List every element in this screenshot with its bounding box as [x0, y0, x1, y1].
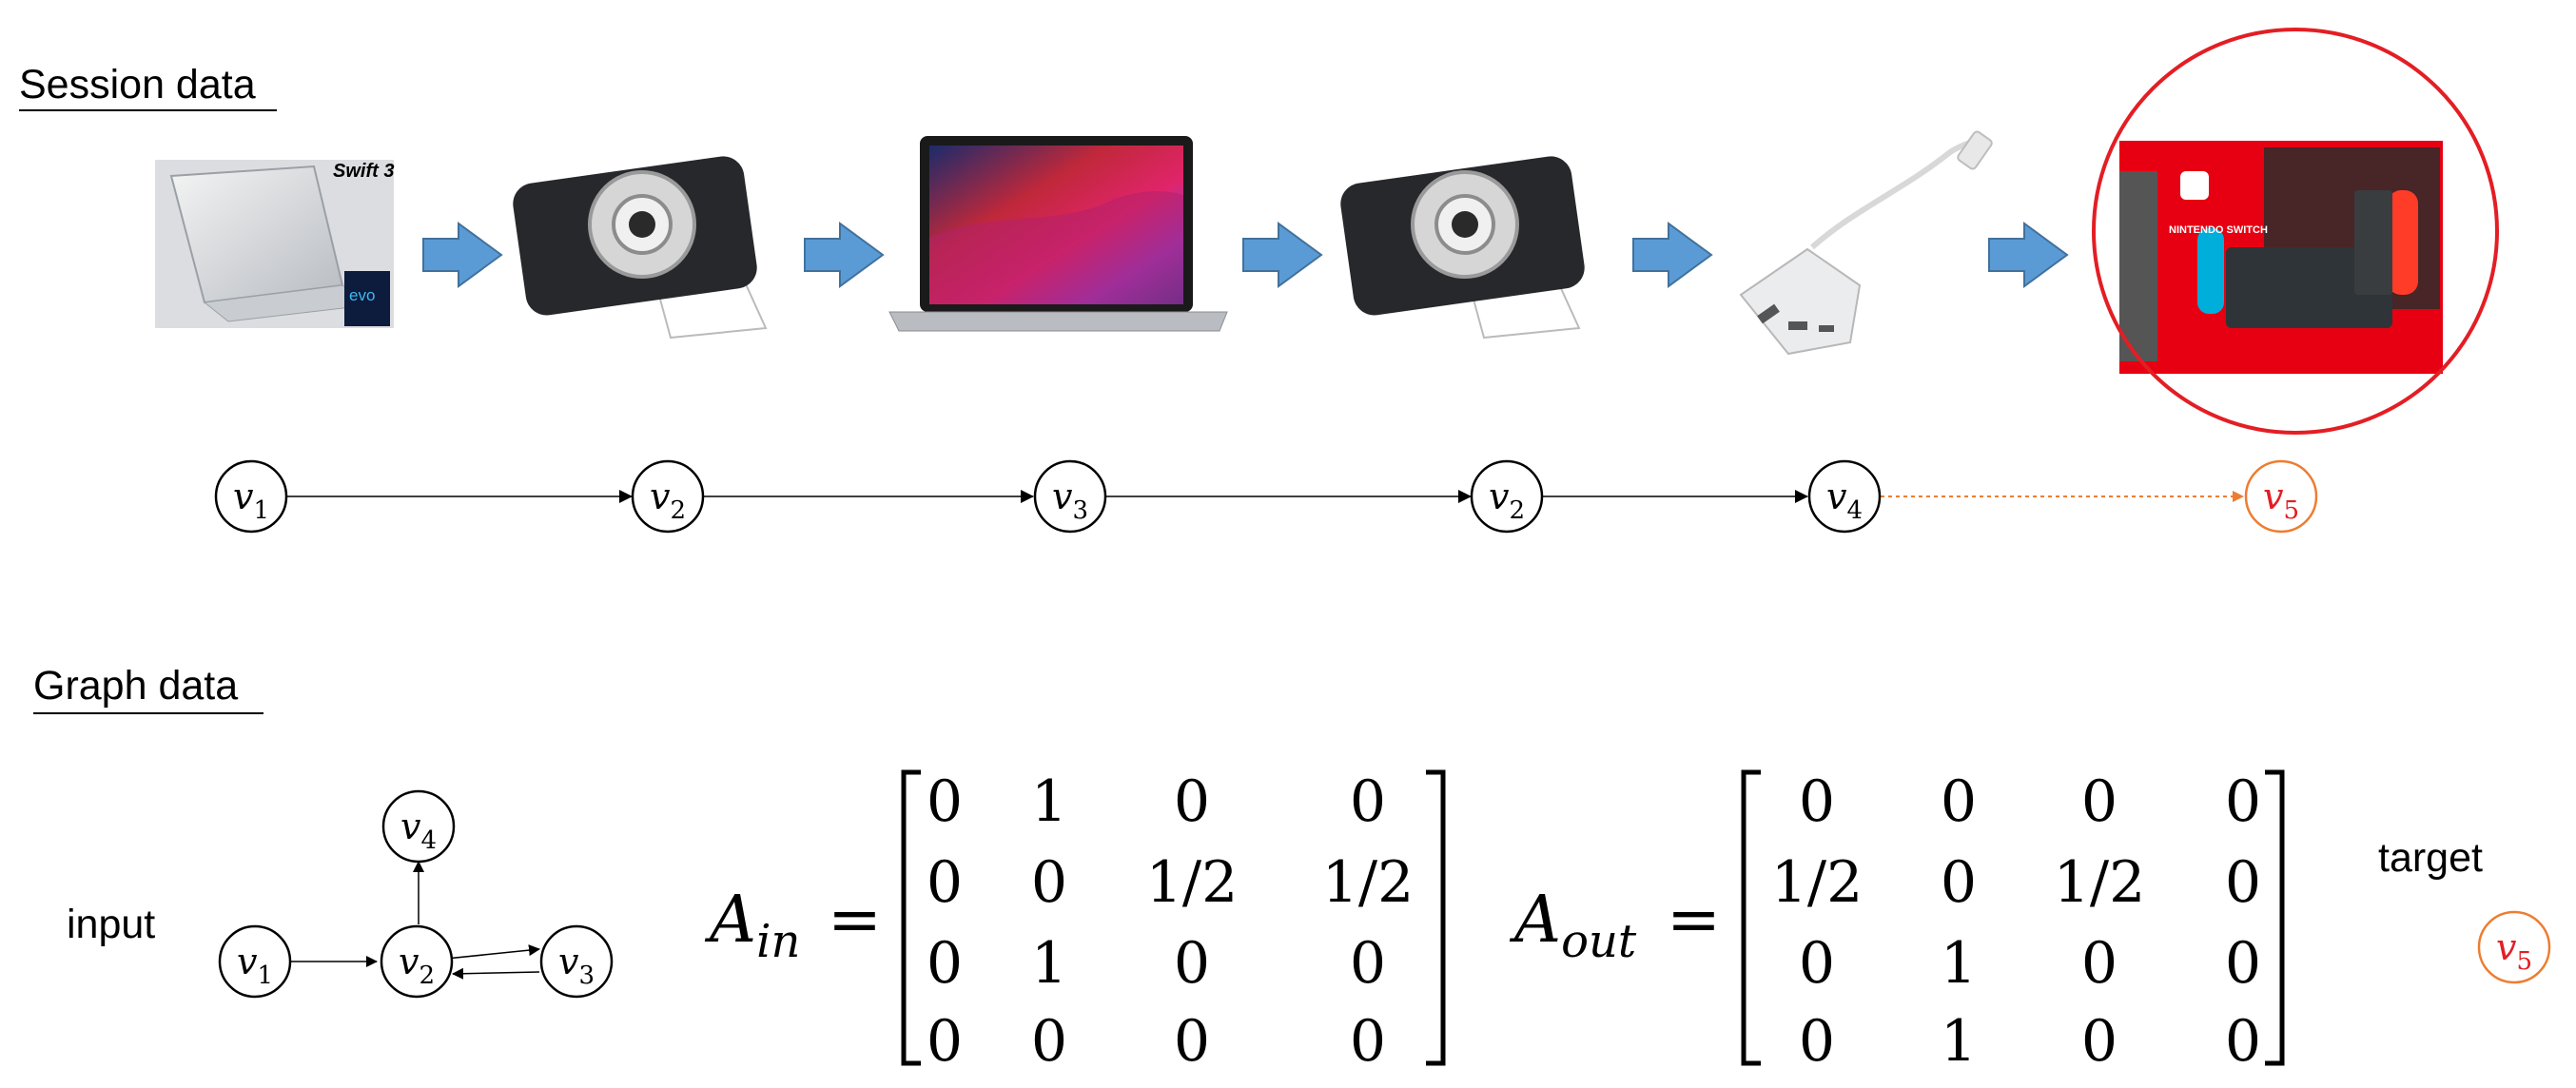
a-out-cell: 0 — [1941, 849, 1977, 916]
graph-node: v1 — [218, 924, 292, 999]
sequence-node: v2 — [1470, 459, 1544, 534]
graph-node: v2 — [380, 924, 454, 999]
a-in-cell: 0 — [1350, 768, 1386, 835]
a-in-cell: 0 — [927, 930, 963, 997]
sequence-node: v2 — [631, 459, 705, 534]
a-in-cell: 0 — [1031, 1008, 1067, 1075]
sequence-node-target: v5 — [2244, 459, 2318, 534]
a-out-cell: 0 — [1799, 930, 1835, 997]
product-5-usb-adapter-icon — [1739, 130, 1993, 356]
svg-text:v5: v5 — [2496, 926, 2532, 976]
a-out-cell: 0 — [2225, 1008, 2261, 1075]
a-in-cell: 0 — [1031, 849, 1067, 916]
flow-arrow-icon — [804, 222, 885, 288]
product-1-badge: Swift 3 — [333, 161, 394, 182]
a-out-cell: 0 — [2081, 768, 2117, 835]
flow-arrow-icon — [1242, 222, 1323, 288]
svg-text:v1: v1 — [233, 476, 269, 525]
a-in-left-bracket — [901, 769, 921, 1066]
input-label: input — [67, 902, 155, 947]
a-in-cell: 0 — [927, 849, 963, 916]
a-out-cell: 0 — [1941, 768, 1977, 835]
a-out-cell: 0 — [2081, 930, 2117, 997]
graph-edge — [452, 967, 540, 980]
a-in-cell: 0 — [1350, 1008, 1386, 1075]
a-in-cell: 1/2 — [1146, 849, 1239, 916]
a-in-cell: 1 — [1031, 768, 1067, 835]
product-4-camera-icon — [1340, 156, 1585, 340]
product-6-box-text: NINTENDO SWITCH — [2169, 224, 2268, 236]
sequence-node: v1 — [214, 459, 288, 534]
flow-arrow-icon — [422, 222, 503, 288]
svg-text:v2: v2 — [650, 476, 686, 525]
a-out-cell: 0 — [2225, 930, 2261, 997]
a-out-left-bracket — [1741, 769, 1761, 1066]
a-out-matrix: Aout = 0 0 0 0 1/2 0 1/2 0 0 1 0 0 0 1 0… — [1509, 768, 2285, 1075]
product-1-laptop-icon: Swift 3 evo — [155, 160, 394, 328]
product-3-macbook-icon — [888, 136, 1228, 332]
a-out-cell: 0 — [2225, 849, 2261, 916]
target-node: v5 — [2477, 910, 2551, 984]
svg-text:v5: v5 — [2263, 476, 2299, 525]
a-in-cell: 1/2 — [1322, 849, 1415, 916]
svg-text:v2: v2 — [399, 941, 435, 990]
a-out-cell: 0 — [1799, 768, 1835, 835]
a-in-cell: 0 — [1174, 768, 1210, 835]
graph-node: v3 — [539, 924, 614, 999]
flow-arrow-icon — [1988, 222, 2069, 288]
a-in-cell: 0 — [927, 768, 963, 835]
flow-arrow-icon — [1632, 222, 1713, 288]
a-in-cell: 0 — [927, 1008, 963, 1075]
a-in-cell: 1 — [1031, 930, 1067, 997]
graph-data-title: Graph data — [33, 663, 238, 709]
product-6-switch-box-icon: NINTENDO SWITCH — [2119, 141, 2443, 374]
svg-text:v3: v3 — [1052, 476, 1088, 525]
a-out-cell: 0 — [1799, 1008, 1835, 1075]
svg-text:v1: v1 — [237, 941, 273, 990]
a-in-cell: 0 — [1350, 930, 1386, 997]
a-in-matrix: Ain = 0 1 0 0 0 0 1/2 1/2 0 1 0 0 0 0 0 … — [704, 768, 1446, 1075]
svg-text:v3: v3 — [558, 941, 595, 990]
product-2-camera-icon — [513, 156, 768, 340]
a-out-equals: = — [1667, 883, 1721, 958]
a-out-cell: 1 — [1941, 930, 1977, 997]
svg-text:v2: v2 — [1489, 476, 1525, 525]
svg-text:v4: v4 — [400, 806, 437, 855]
target-highlight-ring — [2092, 28, 2499, 435]
sequence-node: v4 — [1807, 459, 1882, 534]
a-out-cell: 1/2 — [2054, 849, 2146, 916]
a-out-cell: 0 — [2225, 768, 2261, 835]
a-out-cell: 1/2 — [1771, 849, 1864, 916]
graph-node: v4 — [381, 789, 456, 864]
a-out-label: Aout — [1509, 883, 1637, 968]
a-out-cell: 1 — [1941, 1008, 1977, 1075]
a-in-cell: 0 — [1174, 1008, 1210, 1075]
a-in-equals: = — [828, 883, 882, 958]
target-label: target — [2378, 835, 2483, 881]
a-out-right-bracket — [2265, 769, 2285, 1066]
a-in-cell: 0 — [1174, 930, 1210, 997]
svg-text:v4: v4 — [1826, 476, 1863, 525]
a-in-right-bracket — [1426, 769, 1446, 1066]
a-out-cell: 0 — [2081, 1008, 2117, 1075]
a-in-label: Ain — [704, 883, 800, 968]
session-data-title: Session data — [19, 62, 256, 107]
product-1-chip: evo — [349, 286, 375, 304]
sequence-node: v3 — [1033, 459, 1107, 534]
